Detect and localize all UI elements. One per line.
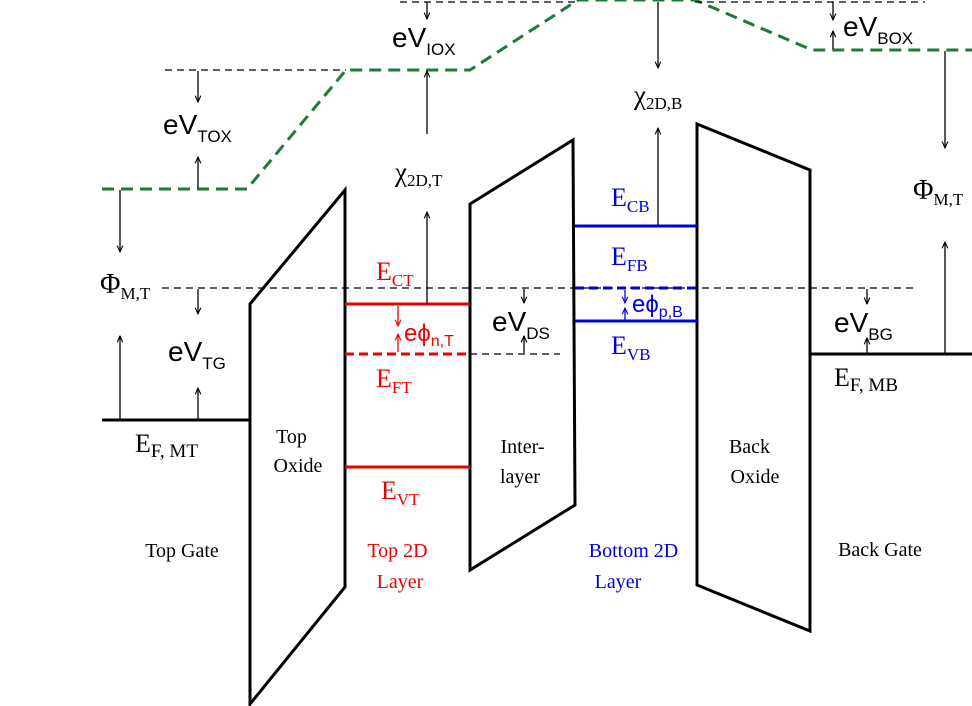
label-e-vt: EVT: [381, 476, 420, 509]
label-ev-iox: eVIOX: [392, 22, 456, 59]
label-e-ct: ECT: [376, 257, 414, 290]
region-back-oxide: Back Oxide: [729, 436, 780, 488]
label-e-vb: EVB: [611, 331, 651, 364]
region-interlayer: Inter- layer: [500, 436, 550, 488]
label-ev-bg: eVBG: [834, 307, 893, 344]
label-ev-tox: eVTOX: [163, 109, 232, 146]
label-chi-2d-t: χ2D,T: [394, 157, 443, 190]
region-top-gate: Top Gate: [145, 540, 219, 562]
label-e-ft: EFT: [376, 364, 412, 397]
label-e-phi-n-t: eϕn,T: [404, 320, 454, 350]
region-bottom-2d-layer: Bottom 2D Layer: [589, 540, 683, 593]
label-phi-m-t-left: ΦM,T: [100, 269, 151, 303]
region-top-2d-layer: Top 2D Layer: [367, 540, 432, 593]
label-phi-m-t-right: ΦM,T: [913, 175, 964, 209]
label-ef-mb: EF, MB: [834, 363, 898, 396]
label-chi-2d-b: χ2D,B: [633, 80, 682, 113]
region-top-oxide: Top Oxide: [274, 426, 323, 477]
label-ev-ds: eVDS: [492, 306, 550, 343]
label-e-cb: ECB: [611, 183, 650, 216]
region-back-gate: Back Gate: [838, 539, 922, 561]
back-oxide-shape: [695, 121, 812, 634]
label-ef-mt: EF, MT: [135, 429, 198, 462]
label-e-phi-p-b: eϕp,B: [632, 291, 683, 321]
label-ev-tg: eVTG: [168, 336, 226, 373]
interlayer-shape: [468, 137, 577, 573]
label-ev-box: eVBOX: [843, 11, 913, 48]
top-oxide-shape: [248, 185, 347, 706]
label-e-fb: EFB: [611, 242, 648, 275]
